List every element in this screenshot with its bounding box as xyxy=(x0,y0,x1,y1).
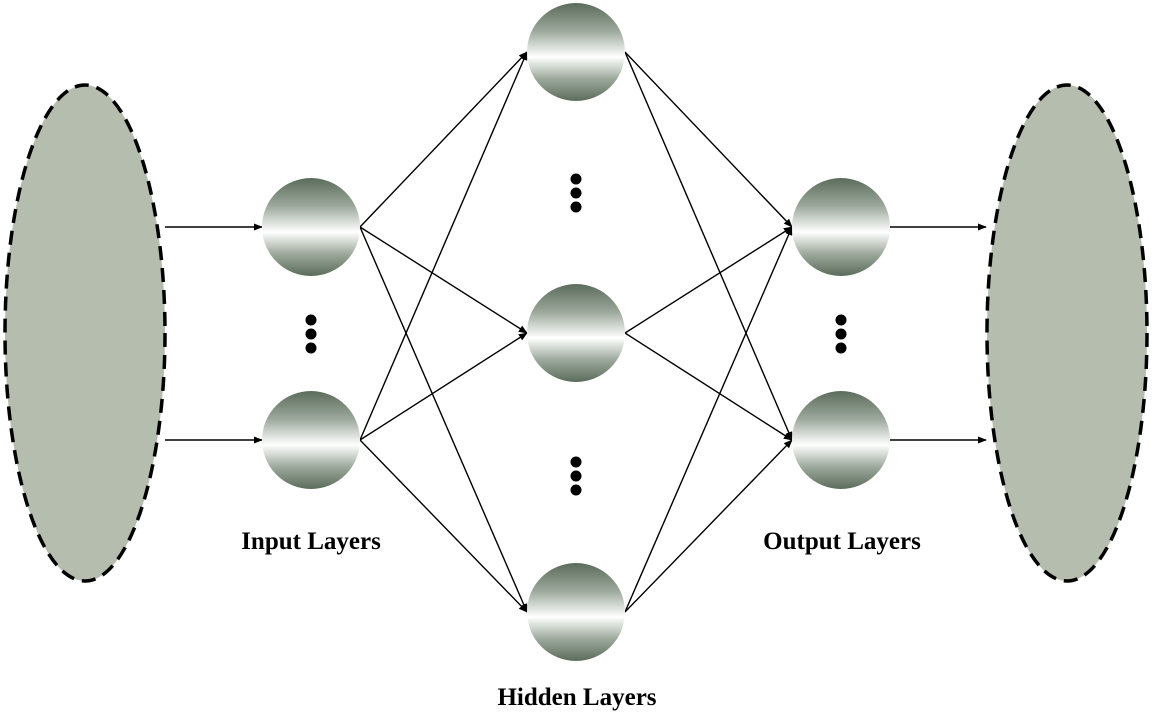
edge-hidden-top-to-output-bottom xyxy=(624,51,793,441)
output-layers-label: Output Layers xyxy=(763,528,921,555)
output-data-blob xyxy=(985,83,1149,583)
edge-input-top-to-hidden-top xyxy=(359,51,528,228)
output-ellipsis xyxy=(835,314,847,354)
hidden-layers-label: Hidden Layers xyxy=(497,684,656,711)
edge-input-bottom-to-hidden-bottom xyxy=(359,439,528,613)
input-node-bottom xyxy=(262,391,360,489)
edge-input-bottom-to-hidden-middle xyxy=(359,332,528,441)
edge-input-top-to-hidden-middle xyxy=(359,226,528,334)
hidden-node-middle xyxy=(527,284,625,382)
edge-hidden-top-to-output-top xyxy=(624,51,793,228)
edge-hidden-middle-to-output-top xyxy=(624,226,793,334)
input-layers-label: Input Layers xyxy=(241,528,381,555)
input-ellipsis xyxy=(305,314,317,354)
hidden-node-bottom xyxy=(527,563,625,661)
input-node-top xyxy=(262,178,360,276)
edge-hidden-middle-to-output-bottom xyxy=(624,332,793,441)
edge-input-top-to-hidden-bottom xyxy=(359,226,528,613)
edge-input-bottom-to-hidden-top xyxy=(359,51,528,441)
edge-hidden-bottom-to-output-top xyxy=(624,226,793,613)
hidden-ellipsis-lower xyxy=(570,456,582,496)
output-node-bottom xyxy=(792,391,890,489)
input-data-blob xyxy=(3,83,167,583)
hidden-node-top xyxy=(527,3,625,101)
hidden-ellipsis-upper xyxy=(570,173,582,213)
edge-hidden-bottom-to-output-bottom xyxy=(624,439,793,613)
output-node-top xyxy=(792,178,890,276)
